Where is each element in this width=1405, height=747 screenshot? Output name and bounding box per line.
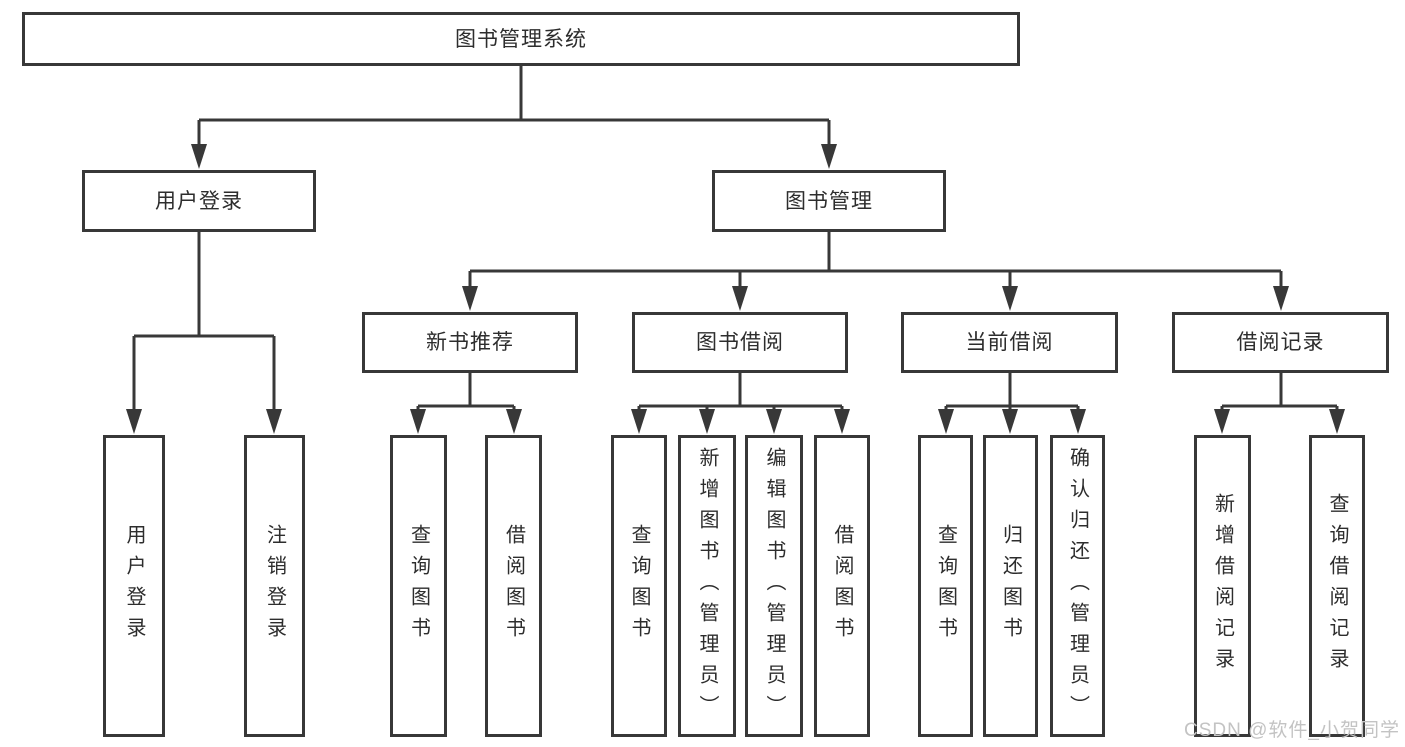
- node-query-books-3-label: 查询图书: [934, 524, 957, 648]
- arrowhead-icon: [1002, 409, 1018, 434]
- connector-borrow-records-to-leaves: [1220, 373, 1339, 413]
- node-edit-books-admin-label: 编辑图书（管理员）: [763, 446, 785, 726]
- node-new-book-recommend: 新书推荐: [362, 312, 578, 373]
- node-book-borrow: 图书借阅: [632, 312, 848, 373]
- node-current-borrow-label: 当前借阅: [965, 331, 1054, 354]
- connector-book-borrow-to-leaves: [637, 373, 844, 413]
- node-add-books-admin: 新增图书（管理员）: [678, 435, 736, 737]
- connector-root-to-level2: [197, 66, 831, 148]
- node-new-book-recommend-label: 新书推荐: [426, 331, 514, 354]
- node-add-borrow-record-label: 新增借阅记录: [1211, 493, 1234, 679]
- node-book-management: 图书管理: [712, 170, 946, 232]
- node-borrow-books-1-label: 借阅图书: [502, 524, 525, 648]
- node-borrow-books-2: 借阅图书: [814, 435, 870, 737]
- arrowhead-icon: [1002, 286, 1018, 311]
- node-user-login-action: 用户登录: [103, 435, 165, 737]
- connector-book-management-to-level3: [468, 232, 1283, 290]
- node-query-books-2: 查询图书: [611, 435, 667, 737]
- node-user-login-label: 用户登录: [155, 189, 243, 213]
- node-confirm-return-admin: 确认归还（管理员）: [1050, 435, 1105, 737]
- arrowhead-icon: [506, 409, 522, 434]
- arrowhead-icon: [821, 144, 837, 169]
- arrowhead-icon: [631, 409, 647, 434]
- node-borrow-books-1: 借阅图书: [485, 435, 542, 737]
- arrowhead-icon: [699, 409, 715, 434]
- arrowhead-icon: [1273, 286, 1289, 311]
- node-add-books-admin-label: 新增图书（管理员）: [696, 446, 718, 726]
- arrowhead-icon: [938, 409, 954, 434]
- arrowhead-icon: [1070, 409, 1086, 434]
- node-root: 图书管理系统: [22, 12, 1020, 66]
- arrowhead-icon: [1214, 409, 1230, 434]
- node-logout-action: 注销登录: [244, 435, 305, 737]
- node-confirm-return-admin-label: 确认归还（管理员）: [1066, 446, 1089, 726]
- node-query-books-3: 查询图书: [918, 435, 973, 737]
- node-return-books: 归还图书: [983, 435, 1038, 737]
- node-user-login-action-label: 用户登录: [123, 524, 145, 648]
- node-borrow-records-label: 借阅记录: [1236, 331, 1325, 354]
- node-edit-books-admin: 编辑图书（管理员）: [745, 435, 803, 737]
- arrowhead-icon: [191, 144, 207, 169]
- node-book-management-label: 图书管理: [785, 189, 873, 213]
- node-current-borrow: 当前借阅: [901, 312, 1118, 373]
- arrowhead-icon: [126, 409, 142, 434]
- node-book-borrow-label: 图书借阅: [696, 331, 784, 354]
- node-user-login: 用户登录: [82, 170, 316, 232]
- arrowhead-icon: [732, 286, 748, 311]
- arrowhead-icon: [834, 409, 850, 434]
- node-query-books-2-label: 查询图书: [628, 524, 650, 648]
- node-add-borrow-record: 新增借阅记录: [1194, 435, 1251, 737]
- node-root-label: 图书管理系统: [455, 27, 587, 51]
- watermark: CSDN @软件_小贺同学: [1184, 720, 1400, 741]
- connector-current-borrow-to-leaves: [944, 373, 1080, 413]
- arrowhead-icon: [462, 286, 478, 311]
- arrowhead-icon: [410, 409, 426, 434]
- node-borrow-records: 借阅记录: [1172, 312, 1389, 373]
- arrowhead-icon: [1329, 409, 1345, 434]
- node-borrow-books-2-label: 借阅图书: [831, 524, 853, 648]
- node-query-borrow-record-label: 查询借阅记录: [1326, 493, 1348, 679]
- node-return-books-label: 归还图书: [999, 524, 1022, 648]
- connector-user-login-to-leaves: [132, 232, 276, 413]
- arrowhead-icon: [766, 409, 782, 434]
- connector-lines: [132, 66, 1339, 413]
- connector-new-book-recommend-to-leaves: [416, 373, 516, 413]
- arrowhead-icon: [266, 409, 282, 434]
- node-query-books-1: 查询图书: [390, 435, 447, 737]
- node-query-borrow-record: 查询借阅记录: [1309, 435, 1365, 737]
- arrowheads: [126, 144, 1345, 434]
- node-query-books-1-label: 查询图书: [407, 524, 430, 648]
- node-logout-action-label: 注销登录: [263, 524, 286, 648]
